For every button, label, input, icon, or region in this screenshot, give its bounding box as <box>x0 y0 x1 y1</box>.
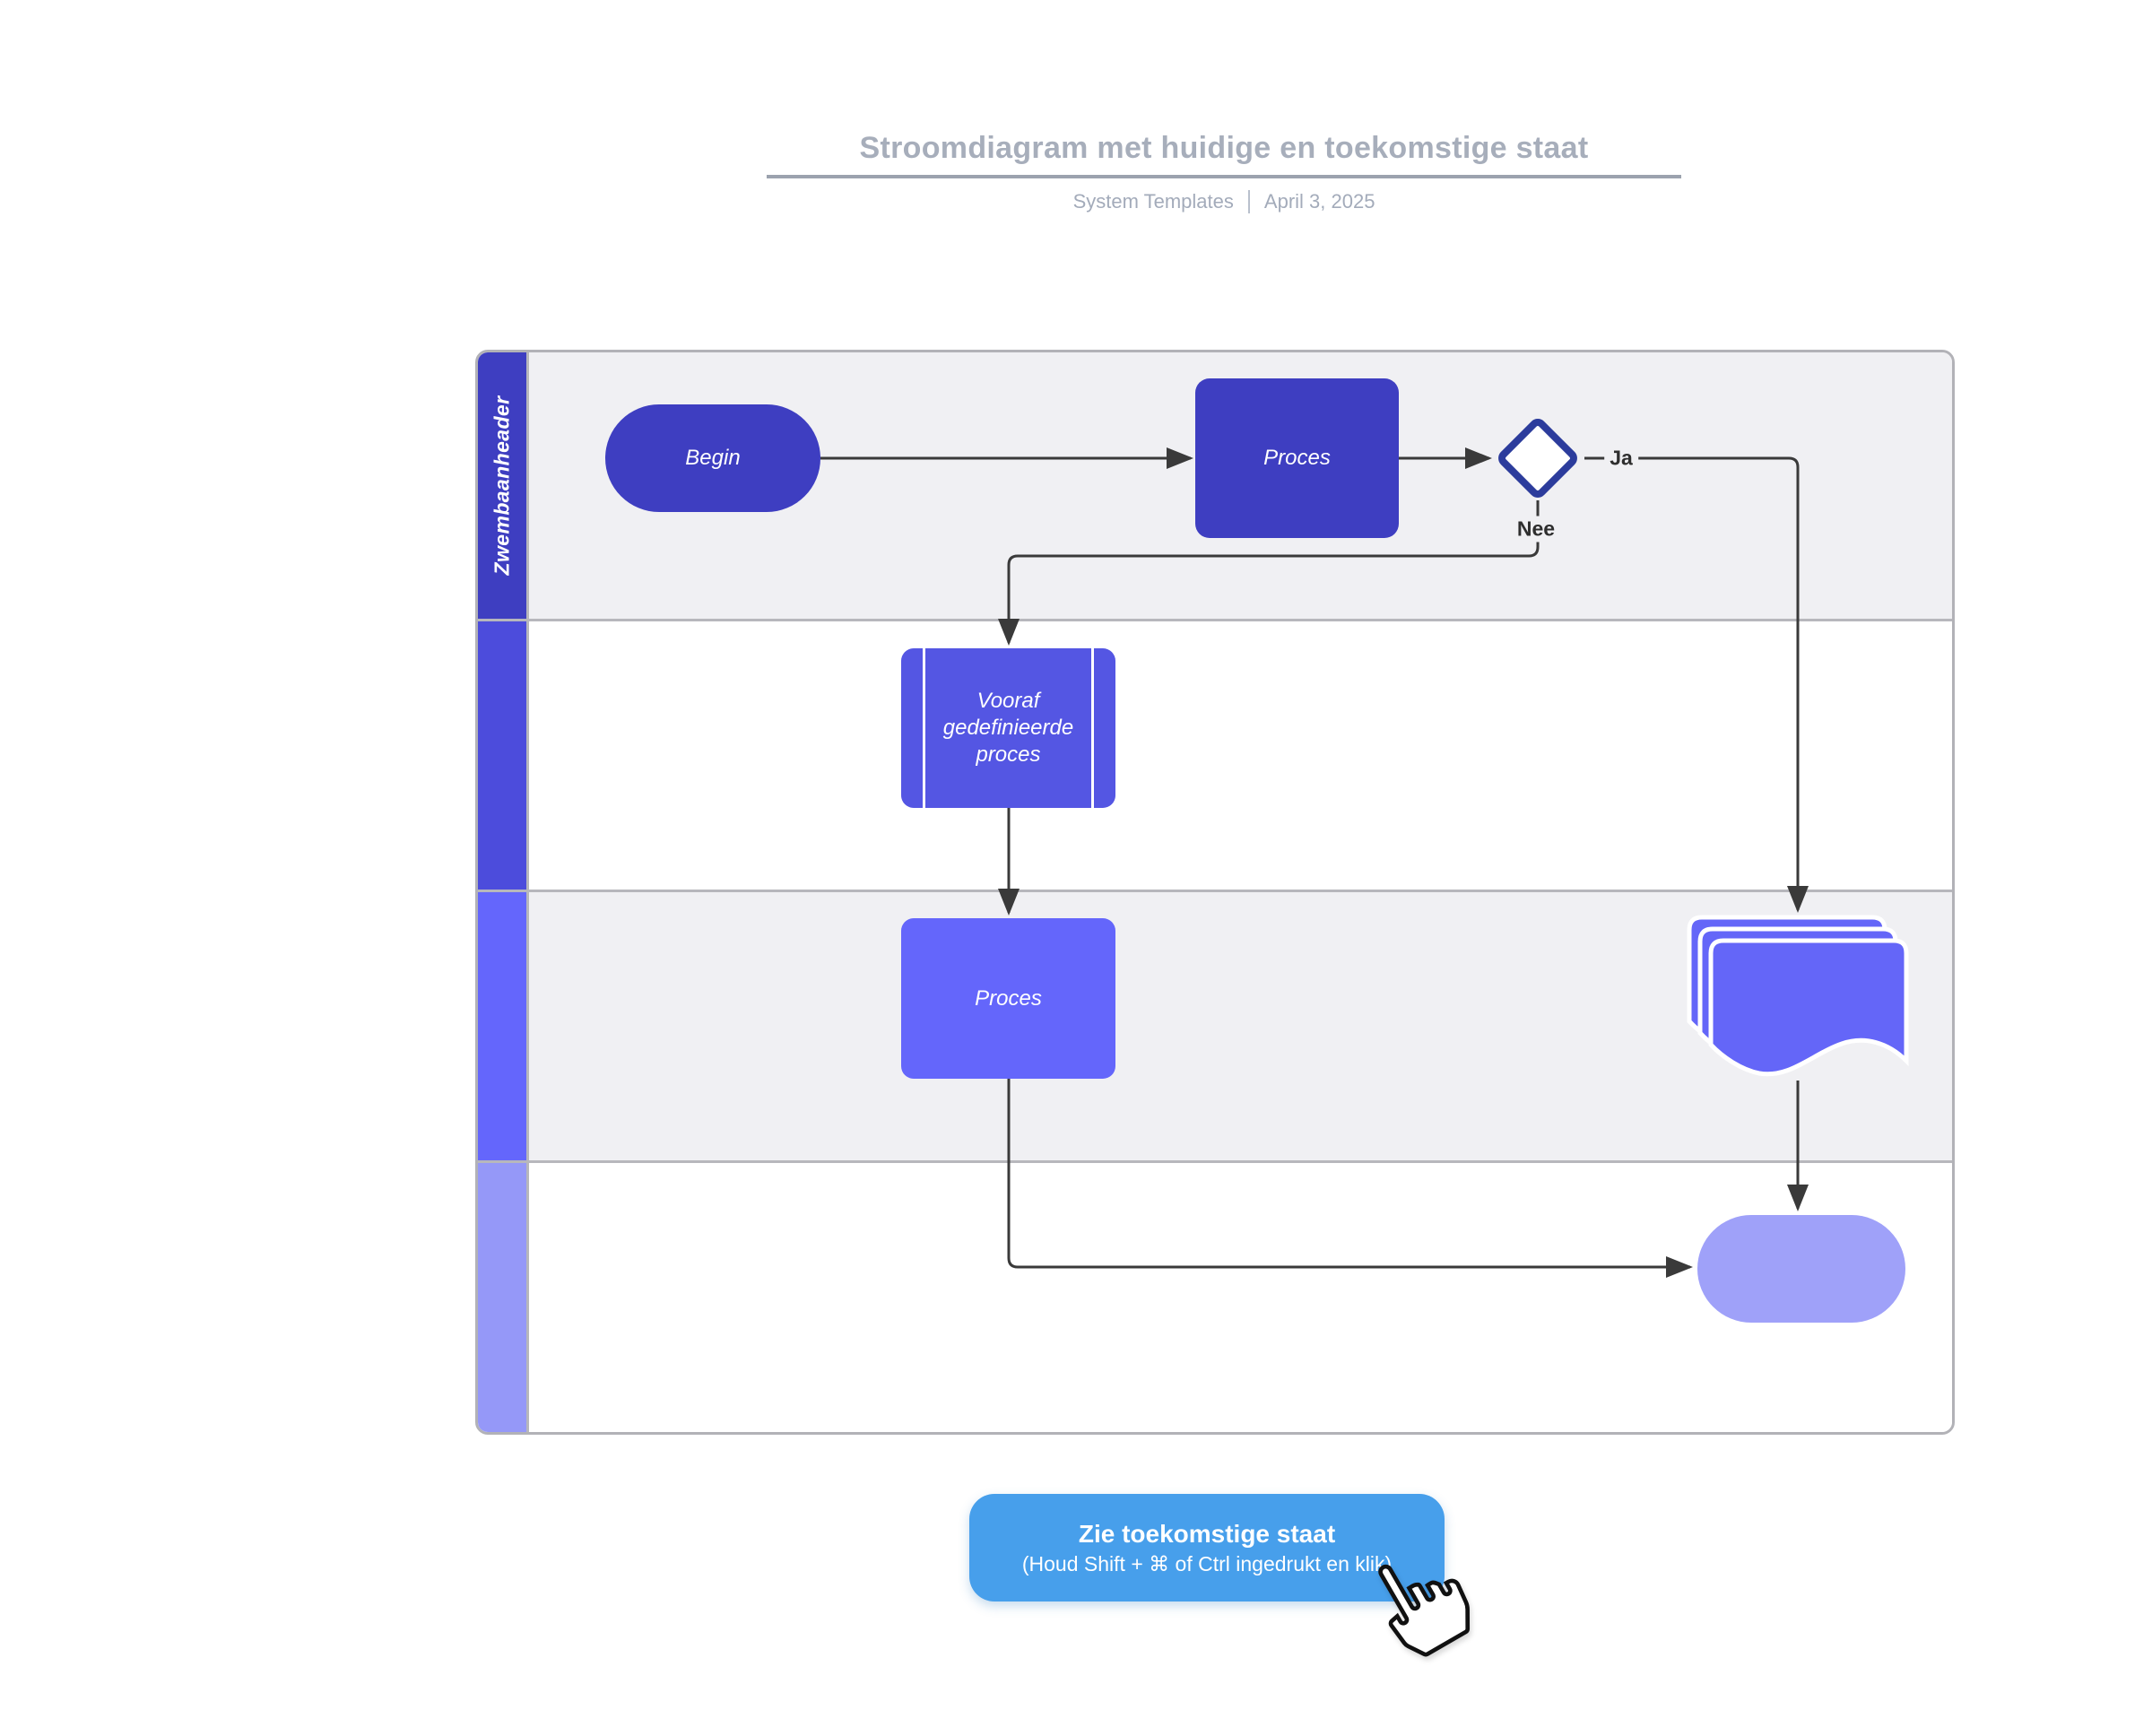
subtitle-source: System Templates <box>1072 190 1234 213</box>
subtitle-divider <box>1247 190 1250 213</box>
edge-label-nee: Nee <box>1511 516 1561 542</box>
lane-header-label: Zwembaanheader <box>490 395 514 576</box>
document-front-icon <box>1708 938 1909 1077</box>
node-begin[interactable]: Begin <box>605 404 820 512</box>
node-predefined-process-label: Vooraf gedefinieerde proces <box>942 689 1074 767</box>
node-proces-1[interactable]: Proces <box>1195 378 1399 538</box>
node-einde[interactable] <box>1697 1215 1905 1323</box>
title-block: Stroomdiagram met huidige en toekomstige… <box>767 131 1681 213</box>
node-proces-1-label: Proces <box>1263 446 1331 470</box>
subtitle-row: System Templates April 3, 2025 <box>767 190 1681 213</box>
lane-strip-header[interactable]: Zwembaanheader <box>478 352 529 619</box>
node-begin-label: Begin <box>685 446 741 470</box>
lane-2 <box>478 619 1952 890</box>
see-future-state-button[interactable]: Zie toekomstige staat (Houd Shift + ⌘ of… <box>969 1494 1445 1601</box>
lane-strip-2[interactable] <box>478 621 529 890</box>
page-title: Stroomdiagram met huidige en toekomstige… <box>767 131 1681 178</box>
flowchart-canvas: Zwembaanheader <box>475 350 1955 1435</box>
hand-cursor-icon <box>1378 1564 1471 1657</box>
see-future-state-button-title: Zie toekomstige staat <box>1078 1519 1336 1548</box>
node-multi-document[interactable] <box>1687 915 1911 1094</box>
lane-strip-4[interactable] <box>478 1163 529 1432</box>
node-proces-2[interactable]: Proces <box>901 918 1115 1079</box>
see-future-state-button-subtitle: (Houd Shift + ⌘ of Ctrl ingedrukt en kli… <box>1021 1551 1393 1575</box>
subtitle-date: April 3, 2025 <box>1263 190 1375 213</box>
edge-label-ja: Ja <box>1604 445 1638 472</box>
node-proces-2-label: Proces <box>975 985 1042 1011</box>
node-predefined-process[interactable]: Vooraf gedefinieerde proces <box>901 648 1115 808</box>
lane-strip-3[interactable] <box>478 892 529 1160</box>
